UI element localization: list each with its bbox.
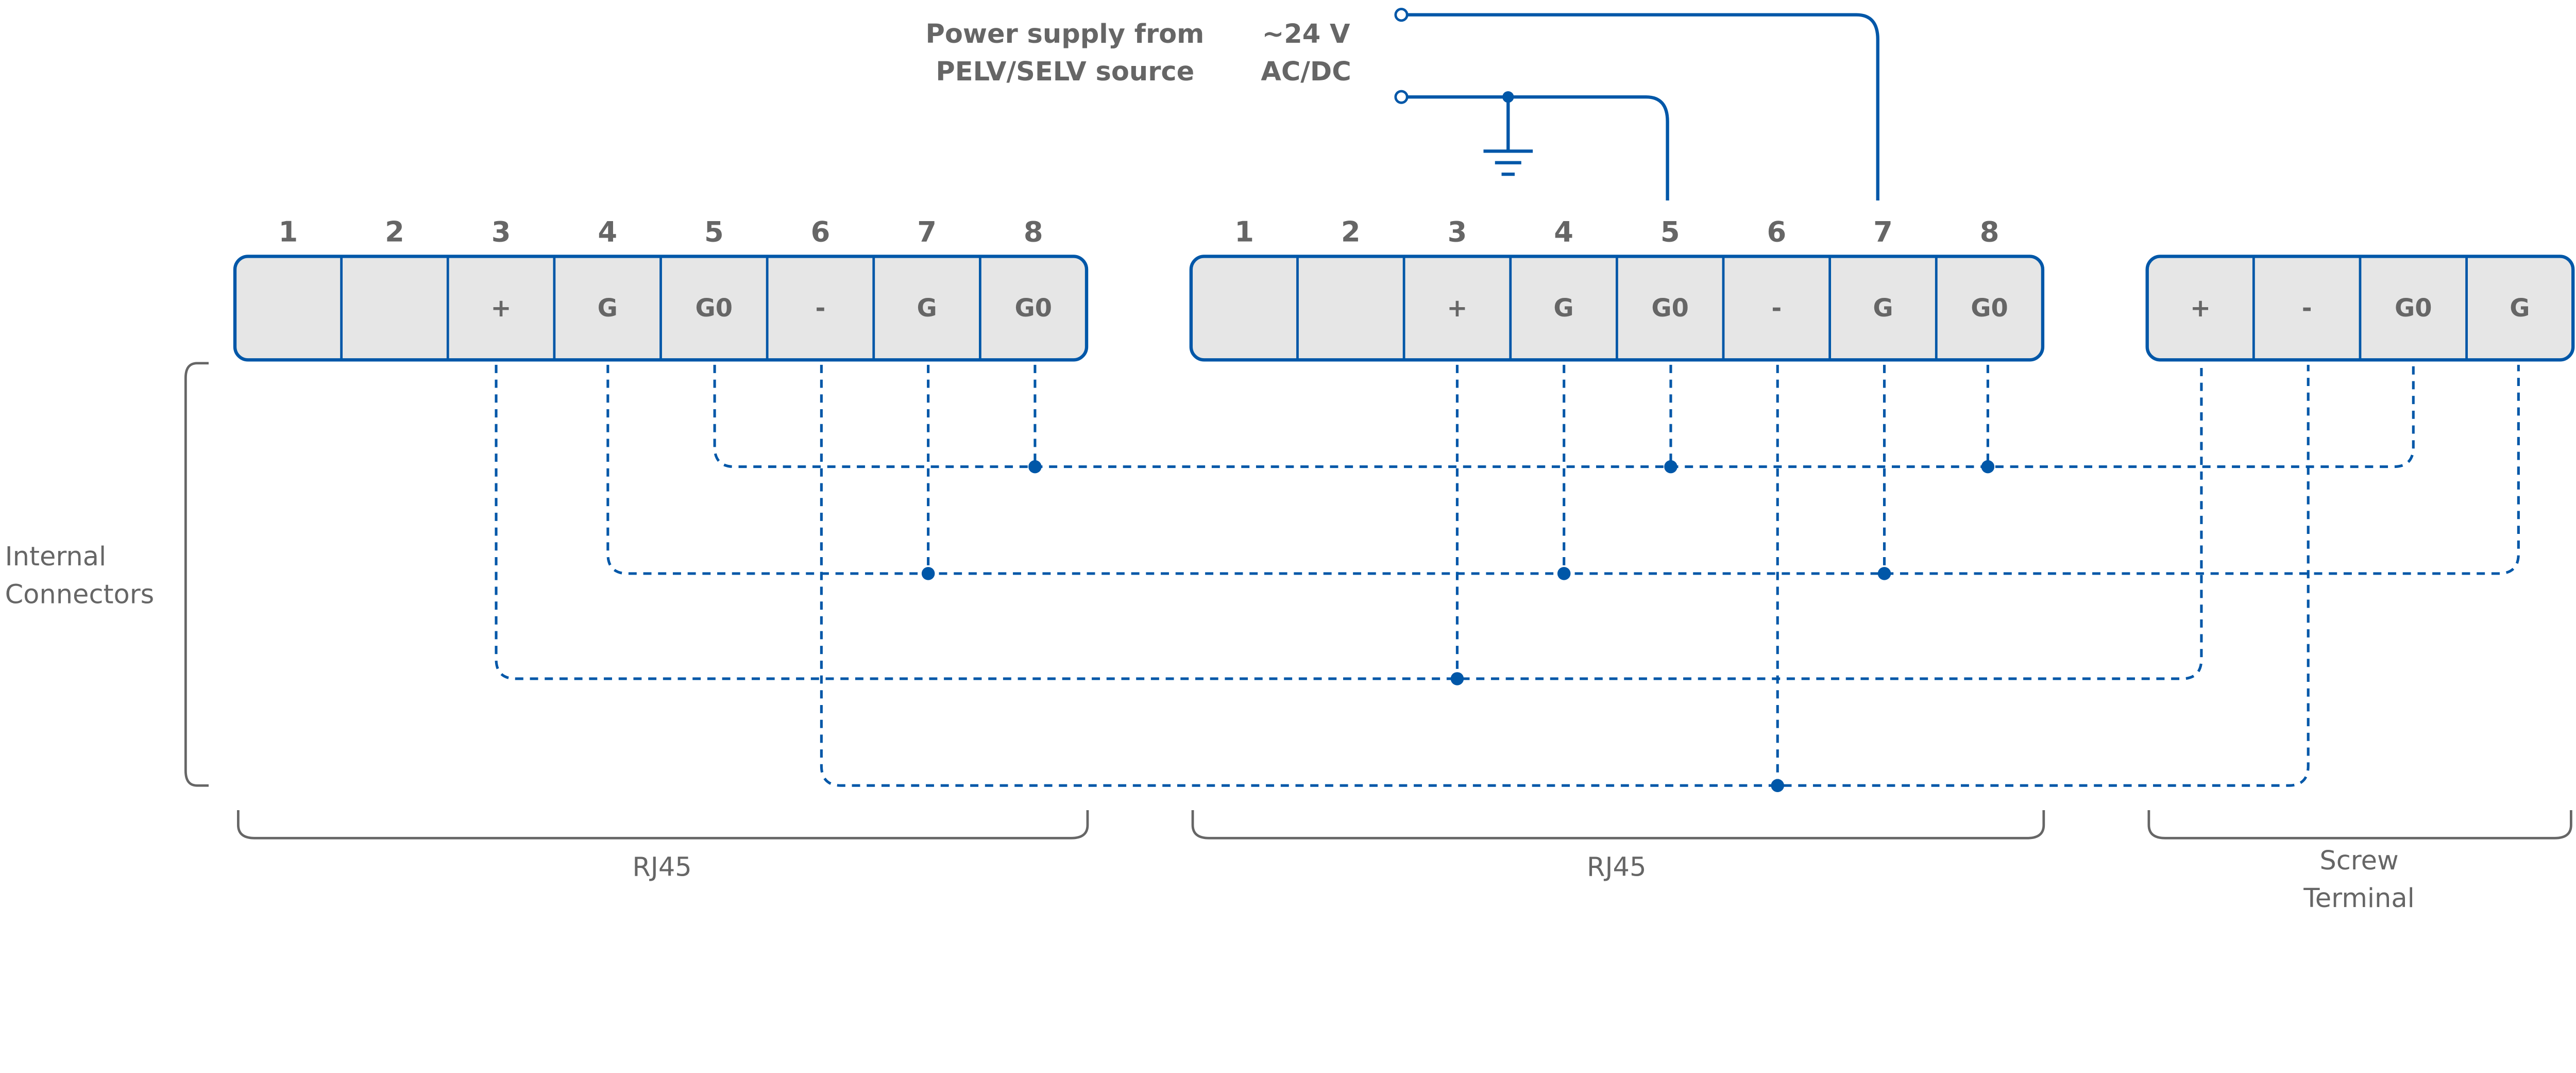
- pin-number: 6: [811, 216, 831, 248]
- pin-number: 4: [1554, 216, 1573, 248]
- pin-number: 2: [1341, 216, 1361, 248]
- bus-minus: [820, 364, 2310, 787]
- screw-terminal-bracket: [2147, 810, 2572, 840]
- voltage-line1: ~24 V: [1262, 19, 1350, 49]
- pin-label: G0: [1651, 294, 1689, 323]
- pin-label: -: [1771, 294, 1782, 323]
- pin-number: 3: [492, 216, 511, 248]
- internal-bracket: [184, 362, 209, 787]
- bus-plus: [495, 364, 2203, 680]
- internal-label-line2: Connectors: [5, 579, 155, 610]
- pin-number: 7: [1873, 216, 1893, 248]
- terminal-circle: [1394, 90, 1409, 104]
- pin-number: 5: [1660, 216, 1680, 248]
- internal-label-line1: Internal: [5, 542, 107, 572]
- pin-label: G: [1873, 294, 1893, 323]
- pin-number: 7: [917, 216, 937, 248]
- pin-label: +: [491, 294, 512, 323]
- rj45-bracket-2: [1191, 810, 2045, 840]
- pin-number: 2: [385, 216, 404, 248]
- power-wire-live: [1408, 13, 1879, 201]
- wiring-diagram: Power supply from PELV/SELV source ~24 V…: [5, 8, 2575, 914]
- bus-g0: [713, 364, 2415, 468]
- pin-number: 8: [1024, 216, 1043, 248]
- pin-number: 1: [278, 216, 298, 248]
- pin-number: 4: [598, 216, 617, 248]
- screw-label-line1: Screw: [2319, 846, 2398, 876]
- terminal-circle: [1394, 8, 1409, 22]
- power-wire-ground: [1408, 95, 1669, 201]
- rj45-connector-1: 1 2 +3G 4G0 5 - 6G 7G0 8: [233, 216, 1089, 362]
- voltage-line2: AC/DC: [1261, 57, 1351, 87]
- pin-number: 1: [1234, 216, 1254, 248]
- bus-drops: [927, 364, 1989, 786]
- power-title-line1: Power supply from: [925, 19, 1204, 49]
- pin-number: 3: [1448, 216, 1467, 248]
- rj45-label-2: RJ45: [1587, 852, 1646, 883]
- pin-label: +: [2190, 294, 2211, 323]
- ground-icon: [1483, 97, 1533, 176]
- pin-label: -: [816, 294, 826, 323]
- rj45-label-1: RJ45: [632, 852, 691, 883]
- pin-label: G: [1553, 294, 1573, 323]
- pin-label: G0: [2395, 294, 2432, 323]
- screw-terminal-connector: + - G0 G: [2145, 255, 2575, 362]
- pin-label: -: [2302, 294, 2312, 323]
- pin-label: +: [1447, 294, 1467, 323]
- pin-label: G: [917, 294, 937, 323]
- pin-number: 5: [704, 216, 724, 248]
- pin-label: G0: [696, 294, 733, 323]
- rj45-connector-2: 1 2 +3G 4G0 5 - 6G 7G0 8: [1189, 216, 2045, 362]
- pin-label: G: [2510, 294, 2530, 323]
- pin-label: G: [598, 294, 618, 323]
- screw-label-line2: Terminal: [2303, 883, 2415, 914]
- pin-label: G0: [1971, 294, 2008, 323]
- rj45-bracket-1: [236, 810, 1089, 840]
- pin-label: G0: [1014, 294, 1052, 323]
- junction-dots: [921, 460, 1995, 792]
- pin-number: 8: [1980, 216, 1999, 248]
- pin-number: 6: [1767, 216, 1786, 248]
- power-title-line2: PELV/SELV source: [936, 57, 1194, 87]
